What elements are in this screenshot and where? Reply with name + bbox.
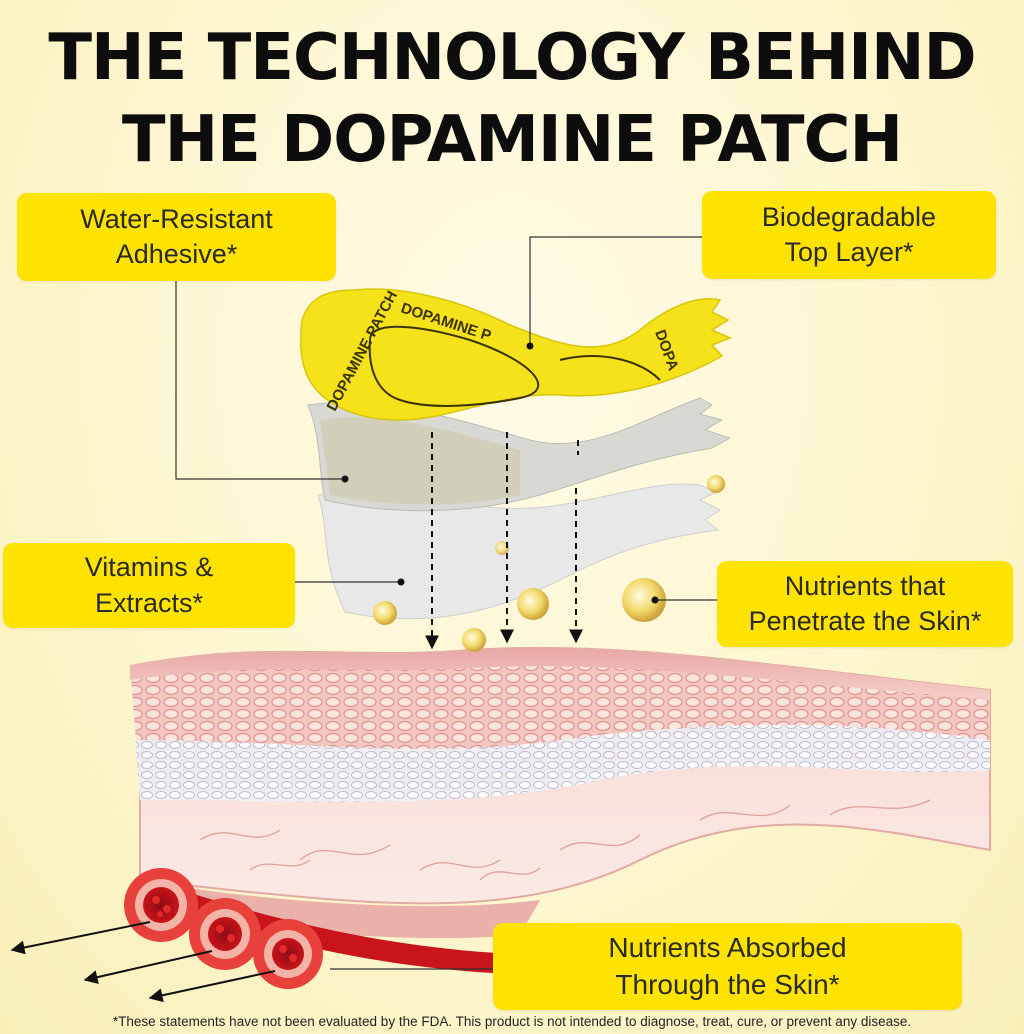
page-title-line-1: THE TECHNOLOGY BEHIND (48, 21, 976, 95)
callout-absorbed-line-2: Through the Skin* (615, 968, 840, 1000)
callout-adhesive-line-2: Adhesive* (115, 239, 238, 269)
callout-water-resistant-adhesive: Water-Resistant Adhesive* (17, 193, 336, 281)
page-title-line-2: THE DOPAMINE PATCH (121, 103, 903, 177)
callout-leader-lines (175, 236, 717, 970)
callout-vitamins-extracts: Vitamins & Extracts* (3, 543, 295, 628)
penetration-arrows (425, 432, 583, 650)
callout-vitamins-line-1: Vitamins & (84, 552, 214, 583)
vitamins-layer (317, 483, 721, 620)
callout-top-layer-line-1: Biodegradable (761, 201, 937, 232)
callout-adhesive-line-1: Water-Resistant (80, 203, 273, 234)
leader-dots (341, 342, 659, 604)
callout-penetrate-line-2: Penetrate the Skin* (748, 606, 982, 636)
absorption-arrows (10, 921, 276, 1003)
dopamine-patch-top-layer: DOPAMINE PATCH DOPAMINE P DOPA (300, 288, 732, 421)
callout-vitamins-line-2: Extracts* (94, 587, 204, 618)
nutrient-droplets (373, 475, 725, 652)
callout-nutrients-penetrate: Nutrients that Penetrate the Skin* (717, 561, 1013, 647)
callout-top-layer-line-2: Top Layer* (784, 237, 914, 267)
callout-nutrients-absorbed: Nutrients Absorbed Through the Skin* (493, 923, 962, 1010)
callout-absorbed-line-1: Nutrients Absorbed (608, 932, 847, 964)
skin-cross-section (130, 646, 991, 939)
fda-disclaimer: *These statements have not been evaluate… (112, 1014, 912, 1029)
callout-biodegradable-top-layer: Biodegradable Top Layer* (702, 191, 996, 279)
callout-penetrate-line-1: Nutrients that (784, 570, 946, 601)
